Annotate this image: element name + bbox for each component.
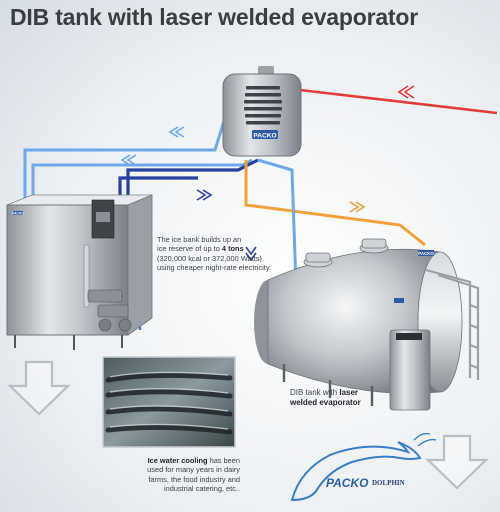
- pipe-dark-blue-1: [126, 158, 259, 215]
- tank-ladder: [425, 268, 480, 380]
- caption-ice-bank: The ice bank builds up an ice reserve of…: [157, 235, 272, 273]
- tank-lid-2: [359, 238, 389, 254]
- flow-arrow-light-blue-2: [120, 154, 137, 166]
- flow-arrow-dark-blue-down: [245, 246, 257, 262]
- tank-lid-1: [303, 252, 333, 268]
- caption-dib-tank: DIB tank with laser welded evaporator: [290, 388, 361, 407]
- pipe-light-blue-3: [257, 158, 298, 286]
- flow-arrow-orange: [349, 201, 366, 213]
- tank-control-box: [389, 329, 431, 411]
- ice-water-photo: [102, 356, 236, 448]
- flow-arrow-dark-blue: [196, 189, 213, 201]
- compressor-vent-grille: [244, 86, 282, 125]
- dolphin-icon: [290, 441, 422, 502]
- pipe-light-blue-1: [23, 107, 230, 200]
- compressor-unit: PACKO: [222, 66, 302, 157]
- flow-arrow-red: [397, 85, 415, 99]
- ice-bank-label: PACKO: [12, 211, 24, 215]
- page-title: DIB tank with laser welded evaporator: [10, 4, 418, 30]
- ice-bank-tank: PACKO: [6, 194, 153, 350]
- dolphin-logo-brand: PACKO: [326, 476, 369, 490]
- caption-ice-water: Ice water cooling has been used for many…: [147, 456, 240, 494]
- milk-cooling-tank: PACKO: [254, 238, 480, 411]
- cooling-tank-label: PACKO: [418, 251, 434, 256]
- pipe-red: [299, 88, 498, 115]
- big-arrow-right: [425, 434, 489, 490]
- dolphin-logo-product: DOLPHIN: [372, 479, 405, 487]
- ice-bank-pump: [87, 289, 132, 332]
- dolphin-logo: [290, 432, 437, 502]
- pipe-light-blue-2: [31, 158, 253, 200]
- big-arrow-left: [7, 360, 71, 416]
- flow-arrow-light-blue-1: [168, 126, 185, 138]
- compressor-label: PACKO: [253, 132, 276, 139]
- pipe-orange: [244, 160, 426, 247]
